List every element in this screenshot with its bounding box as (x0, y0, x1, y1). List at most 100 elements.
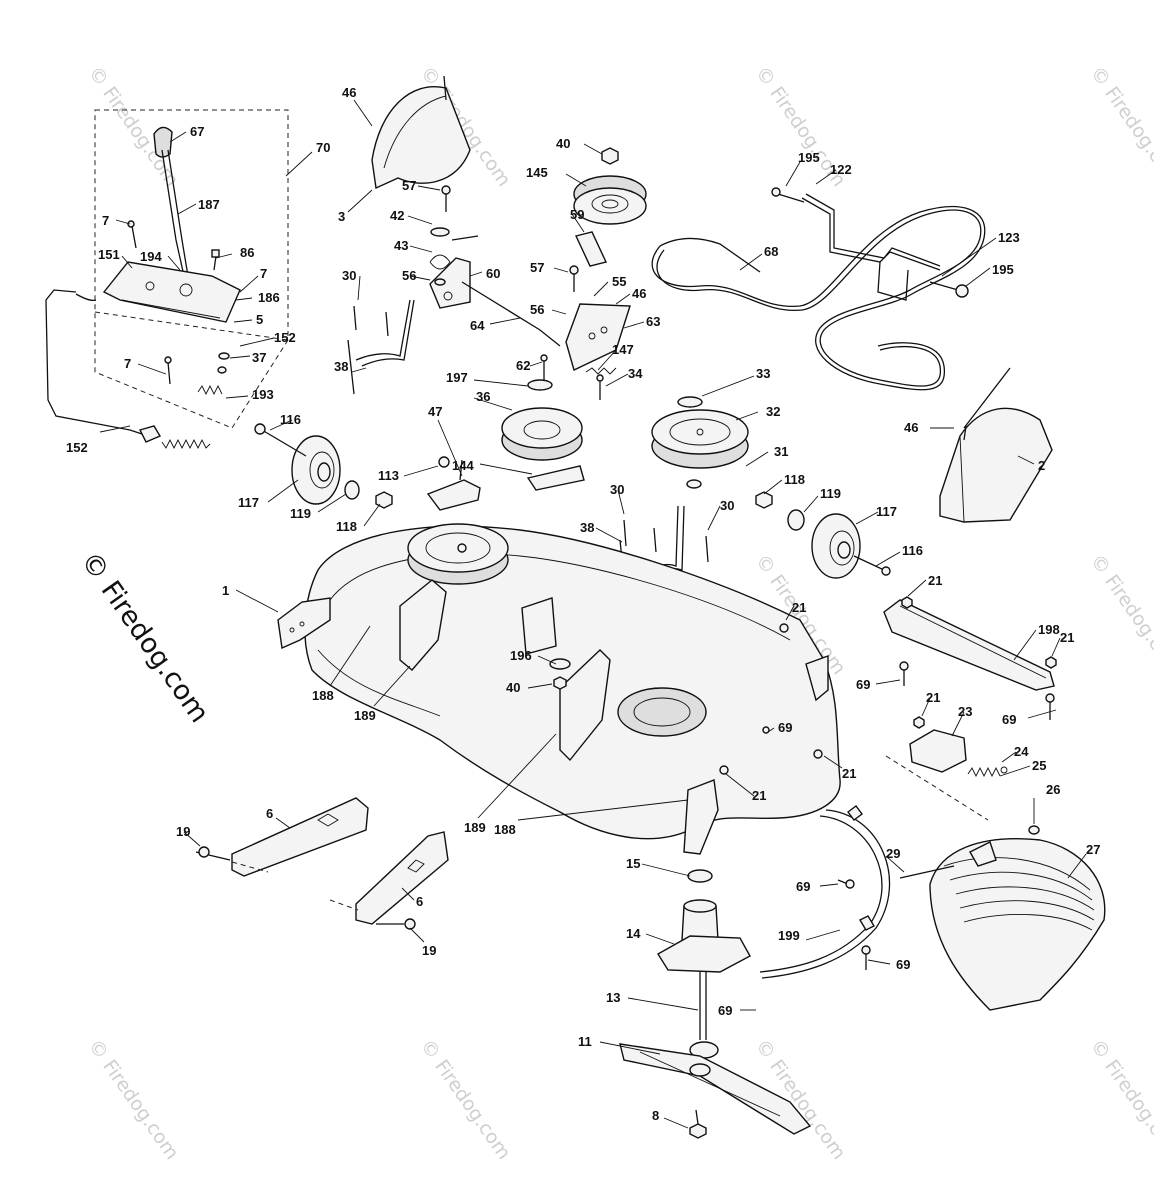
callout-189b: 189 (464, 820, 486, 835)
callout-116b: 116 (902, 543, 923, 558)
callout-186: 186 (258, 290, 280, 305)
callout-69b: 69 (778, 720, 792, 735)
watermark-large: © Firedog.com (74, 546, 215, 728)
deflector-rod (759, 805, 891, 979)
callout-7b: 7 (260, 266, 267, 281)
callout-29: 29 (886, 846, 900, 861)
callout-21e: 21 (842, 766, 856, 781)
callout-86: 86 (240, 245, 254, 260)
callout-122: 122 (830, 162, 852, 177)
callout-31: 31 (774, 444, 788, 459)
callout-32: 32 (766, 404, 780, 419)
callout-199: 199 (778, 928, 800, 943)
callout-189: 189 (354, 708, 376, 723)
gauge-wheel-left (254, 423, 450, 509)
callout-46: 46 (342, 85, 356, 100)
callout-38b: 38 (580, 520, 594, 535)
callout-1: 1 (222, 583, 229, 598)
callout-145: 145 (526, 165, 548, 180)
callout-198: 198 (1038, 622, 1060, 637)
callout-188: 188 (312, 688, 334, 703)
callout-7: 7 (102, 213, 109, 228)
lift-arm-front (329, 831, 449, 930)
callout-56b: 56 (530, 302, 544, 317)
callout-119: 119 (290, 506, 311, 521)
callout-123: 123 (998, 230, 1020, 245)
callout-2: 2 (1038, 458, 1045, 473)
callout-46b: 46 (632, 286, 646, 301)
callout-116: 116 (280, 412, 301, 427)
callout-33: 33 (756, 366, 770, 381)
callout-197: 197 (446, 370, 468, 385)
callout-21c: 21 (1060, 630, 1074, 645)
callout-152: 152 (274, 330, 296, 345)
callout-7c: 7 (124, 356, 131, 371)
callout-3: 3 (338, 209, 345, 224)
callout-144: 144 (452, 458, 474, 473)
callout-labels: 46 3 70 67 187 7 86 151 194 7 186 5 152 … (66, 85, 1100, 1123)
bracket-23 (885, 716, 1008, 821)
callout-21d: 21 (926, 690, 940, 705)
callout-69c: 69 (1002, 712, 1016, 727)
mower-blade (619, 1043, 812, 1139)
callout-68: 68 (764, 244, 778, 259)
callout-194: 194 (140, 249, 162, 264)
callout-26: 26 (1046, 782, 1060, 797)
callout-8: 8 (652, 1108, 659, 1123)
callout-119b: 119 (820, 486, 841, 501)
callout-152b: 152 (66, 440, 88, 455)
callout-40b: 40 (506, 680, 520, 695)
callout-57b: 57 (530, 260, 544, 275)
drive-belt (651, 206, 986, 391)
callout-118: 118 (336, 519, 357, 534)
callout-6b: 6 (416, 894, 423, 909)
belt-guard-left (371, 75, 471, 190)
watermark: © Firedog.com (84, 62, 183, 190)
callout-117: 117 (238, 495, 259, 510)
callout-21f: 21 (752, 788, 766, 803)
callout-30: 30 (342, 268, 356, 283)
callout-59: 59 (570, 207, 584, 222)
callout-69e: 69 (896, 957, 910, 972)
callout-11: 11 (578, 1034, 592, 1049)
watermark: © Firedog.com (84, 1035, 183, 1163)
callout-47: 47 (428, 404, 442, 419)
callout-23: 23 (958, 704, 972, 719)
callout-57: 57 (402, 178, 416, 193)
callout-27: 27 (1086, 842, 1100, 857)
callout-118b: 118 (784, 472, 805, 487)
callout-13: 13 (606, 990, 620, 1005)
callout-40: 40 (556, 136, 570, 151)
watermark: © Firedog.com (1086, 62, 1154, 190)
callout-5: 5 (256, 312, 263, 327)
callout-37: 37 (252, 350, 266, 365)
callout-195b: 195 (992, 262, 1014, 277)
callout-30c: 30 (720, 498, 734, 513)
callout-34: 34 (628, 366, 643, 381)
watermark: © Firedog.com (1086, 1035, 1154, 1163)
callout-30b: 30 (610, 482, 624, 497)
callout-60: 60 (486, 266, 500, 281)
callout-147: 147 (612, 342, 634, 357)
callout-43: 43 (394, 238, 408, 253)
mower-deck (277, 523, 841, 855)
callout-21: 21 (928, 573, 942, 588)
callout-56: 56 (402, 268, 416, 283)
leader-lines (99, 99, 1087, 1129)
callout-187: 187 (198, 197, 220, 212)
belt-guard-right (939, 367, 1053, 523)
callout-46c: 46 (904, 420, 918, 435)
lift-arm-left (347, 299, 415, 395)
bracket-198 (883, 596, 1057, 720)
callout-67: 67 (190, 124, 204, 139)
lift-cable (45, 289, 211, 450)
spindle-pulley-32 (651, 396, 749, 489)
callout-69f: 69 (718, 1003, 732, 1018)
belt-keeper-rod (771, 187, 969, 301)
callout-19b: 19 (422, 943, 436, 958)
callout-55: 55 (612, 274, 626, 289)
callout-25: 25 (1032, 758, 1046, 773)
callout-193: 193 (252, 387, 274, 402)
callout-42: 42 (390, 208, 404, 223)
